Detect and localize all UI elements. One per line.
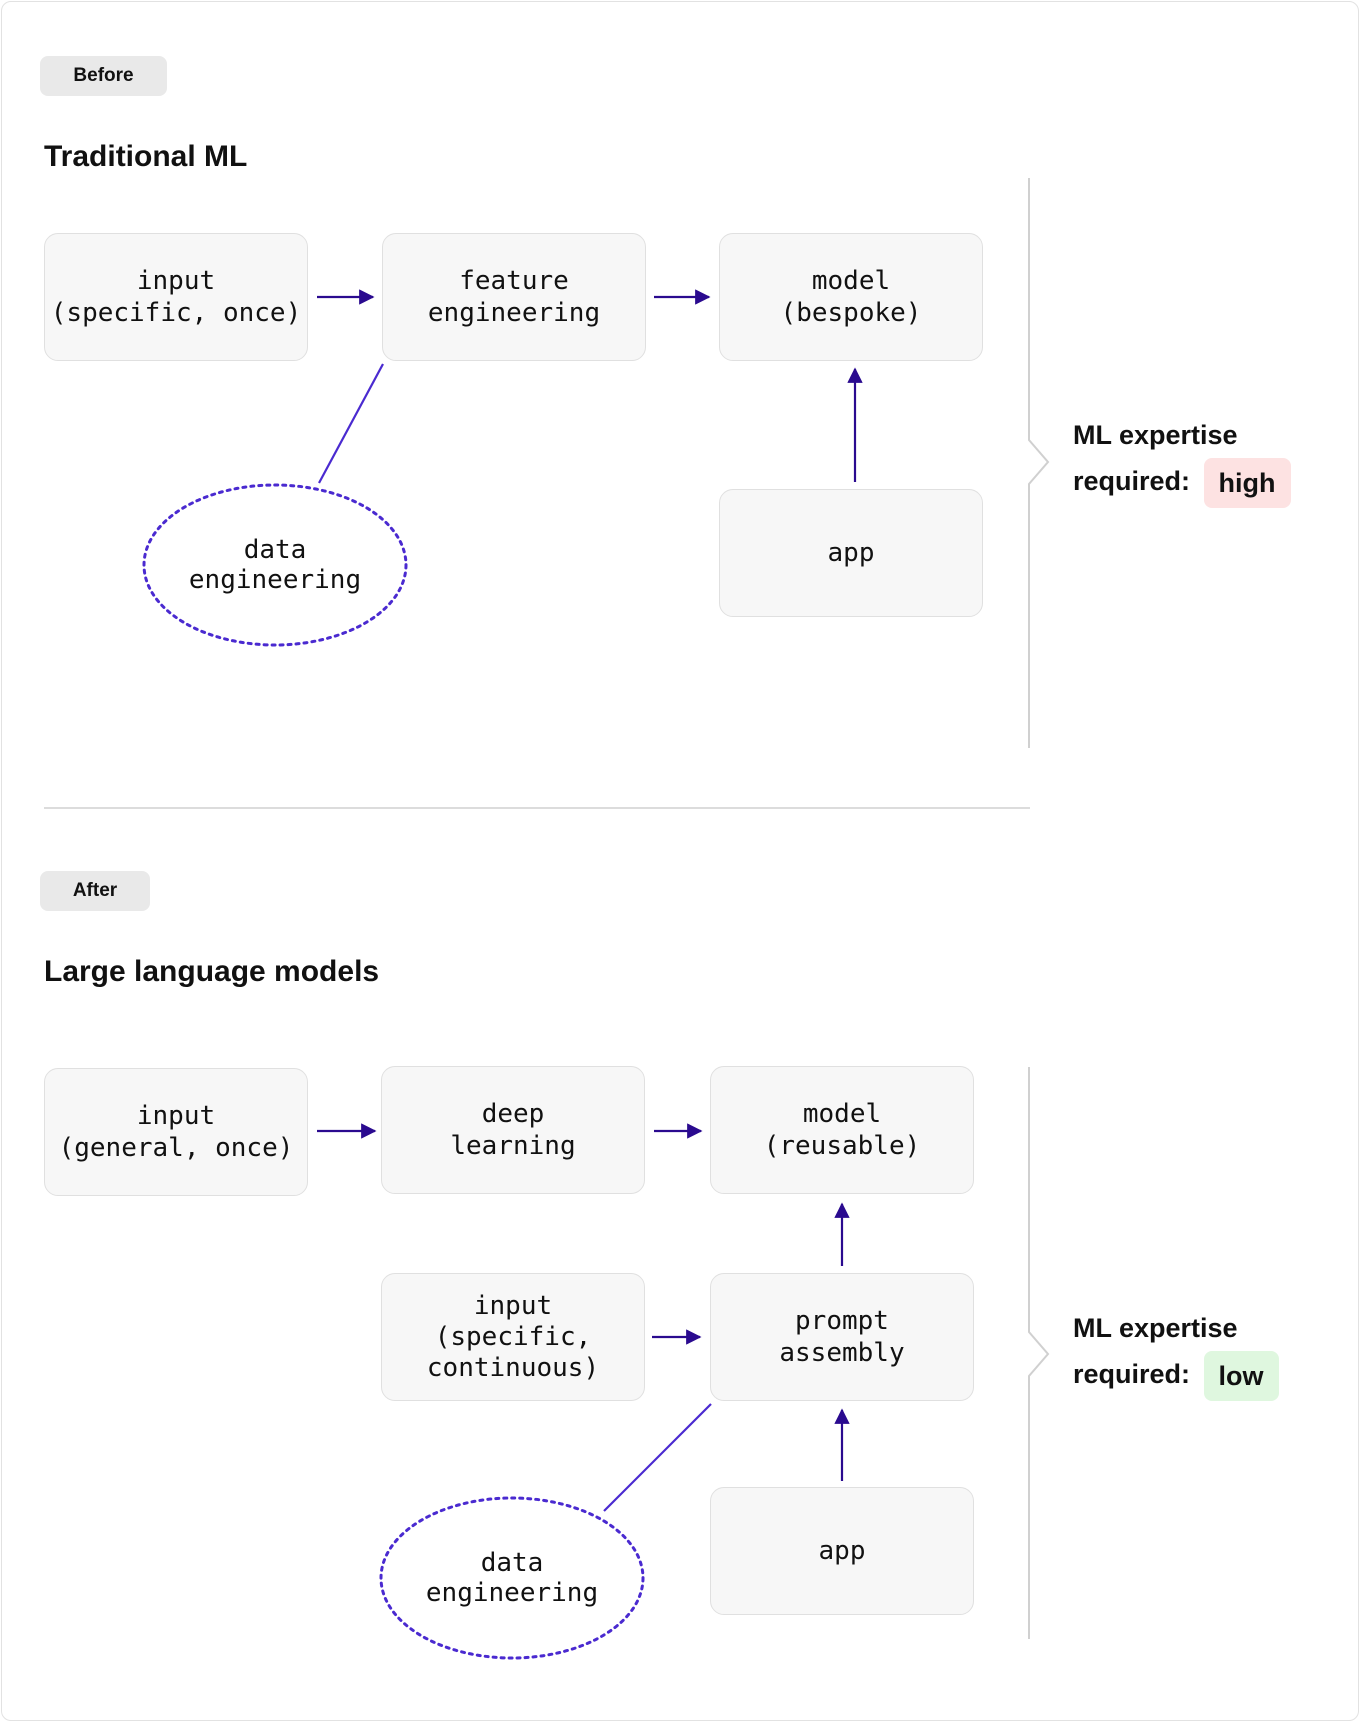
expertise-before: ML expertise required: high [1073,412,1291,508]
node-line: (bespoke) [780,298,922,328]
before-tag: Before [40,56,167,96]
node-deep-learning: deep learning [381,1066,645,1194]
node-line: continuous) [426,1352,600,1383]
expertise-after: ML expertise required: low [1073,1305,1279,1401]
node-line: feature [459,266,569,296]
bracket-before [1028,178,1050,748]
node-line: engineering [188,565,362,595]
node-line: input [136,1101,216,1131]
node-data-engineering-before: data engineering [144,485,406,645]
expertise-level-badge: low [1203,1351,1279,1401]
node-line: data [480,1548,544,1578]
line-data-eng-to-feature [318,363,384,484]
node-line: data [243,535,307,565]
node-line: prompt [795,1306,889,1336]
node-line: engineering [425,1578,599,1608]
node-line: assembly [779,1338,905,1368]
node-model-reusable: model (reusable) [710,1066,974,1194]
node-app-after: app [710,1487,974,1615]
node-line: app [818,1536,866,1566]
expertise-level-badge: high [1203,458,1291,508]
node-line: app [827,538,875,568]
data-engineering-ellipse-after [379,1496,645,1660]
node-input-specific-continuous: input (specific, continuous) [381,1273,645,1401]
expertise-label-line2-row: required: low [1073,1351,1279,1401]
data-engineering-ellipse-before [142,483,408,647]
expertise-label-line1: ML expertise [1073,420,1238,450]
before-title: Traditional ML [44,140,248,173]
expertise-label-line2-row: required: high [1073,458,1291,508]
expertise-label-line2: required: [1073,466,1191,497]
node-feature-engineering: feature engineering [382,233,646,361]
node-line: engineering [427,298,601,328]
node-line: (specific, [434,1321,592,1352]
node-line: input [136,266,216,296]
bracket-after [1028,1067,1050,1639]
node-line: (specific, once) [50,298,302,328]
after-tag: After [40,871,150,911]
node-app-before: app [719,489,983,617]
node-line: learning [450,1131,576,1161]
node-line: input [473,1290,553,1321]
line-data-eng-to-prompt [603,1403,712,1512]
node-line: model [811,266,891,296]
expertise-label-line1: ML expertise [1073,1313,1238,1343]
after-title: Large language models [44,955,380,988]
node-input-general-once: input (general, once) [44,1068,308,1196]
expertise-label-line2: required: [1073,1359,1191,1390]
section-divider [44,807,1030,809]
node-data-engineering-after: data engineering [381,1498,643,1658]
node-model-bespoke: model (bespoke) [719,233,983,361]
node-line: deep [481,1099,545,1129]
node-line: (general, once) [58,1133,294,1163]
node-line: (reusable) [763,1131,921,1161]
node-prompt-assembly: prompt assembly [710,1273,974,1401]
node-input-specific-once: input (specific, once) [44,233,308,361]
node-line: model [802,1099,882,1129]
